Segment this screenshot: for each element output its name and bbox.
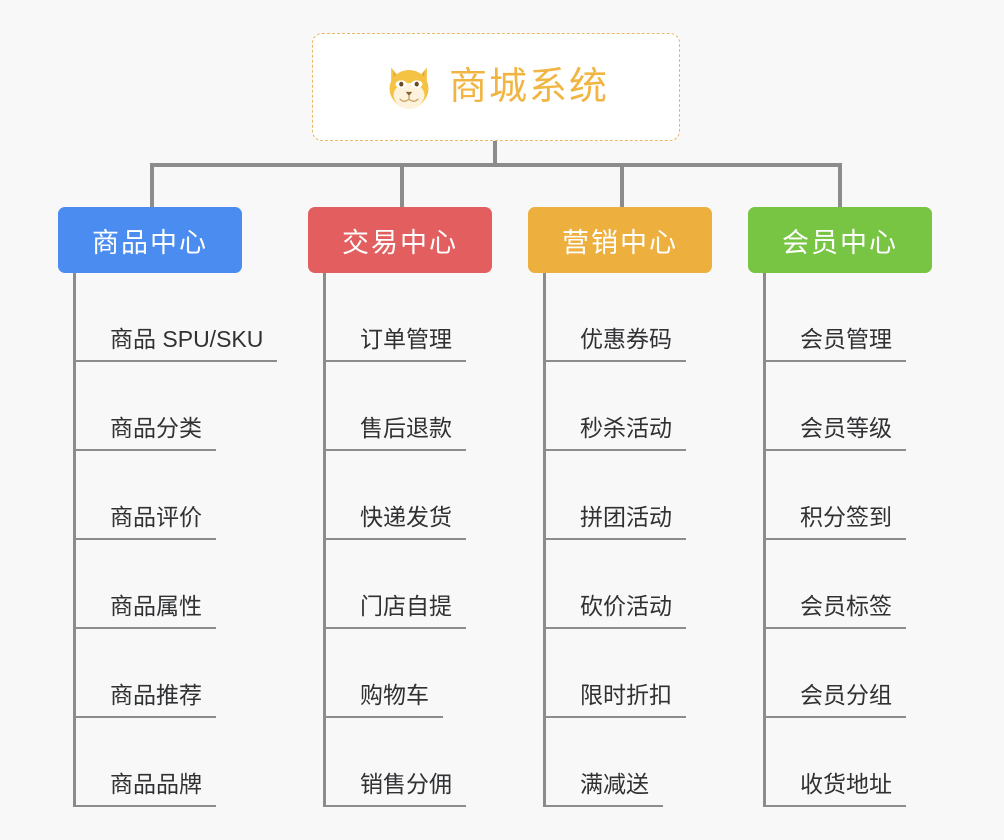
leaf-item[interactable]: 商品推荐	[76, 629, 288, 718]
leaf-underline	[546, 805, 663, 807]
leaf-label: 砍价活动	[580, 592, 672, 619]
category-box-product-center[interactable]: 商品中心	[58, 207, 242, 273]
leaf-item[interactable]: 会员等级	[766, 362, 978, 451]
category-box-trade-center[interactable]: 交易中心	[308, 207, 492, 273]
leaf-label: 积分签到	[800, 503, 892, 530]
leaf-underline	[766, 716, 906, 718]
leaf-underline	[546, 538, 686, 540]
leaf-label: 优惠券码	[580, 325, 672, 352]
leaf-item[interactable]: 商品属性	[76, 540, 288, 629]
leaf-underline	[546, 360, 686, 362]
leaf-list-product-center: 商品 SPU/SKU 商品分类 商品评价 商品属性 商品推荐	[73, 273, 288, 807]
leaf-label: 收货地址	[800, 770, 892, 797]
leaf-label: 商品 SPU/SKU	[110, 325, 264, 352]
category-label: 营销中心	[562, 227, 678, 258]
category-label: 交易中心	[342, 227, 458, 258]
root-title: 商城系统	[448, 66, 609, 108]
leaf-underline	[766, 360, 906, 362]
connector-root-stem	[493, 141, 497, 165]
branch-trade-center: 交易中心 订单管理 售后退款 快递发货 门店自提	[308, 207, 538, 807]
branch-marketing-center: 营销中心 优惠券码 秒杀活动 拼团活动 砍价活动	[528, 207, 758, 807]
leaf-item[interactable]: 商品评价	[76, 451, 288, 540]
leaf-item[interactable]: 拼团活动	[546, 451, 758, 540]
leaf-label: 满减送	[580, 770, 649, 797]
leaf-item[interactable]: 售后退款	[326, 362, 538, 451]
leaf-underline	[766, 627, 906, 629]
leaf-item[interactable]: 会员管理	[766, 273, 978, 362]
leaf-item[interactable]: 收货地址	[766, 718, 978, 807]
leaf-label: 订单管理	[360, 325, 452, 352]
leaf-underline	[326, 627, 466, 629]
leaf-item[interactable]: 快递发货	[326, 451, 538, 540]
leaf-underline	[326, 805, 466, 807]
leaf-item[interactable]: 门店自提	[326, 540, 538, 629]
root-node[interactable]: 商城系统	[312, 33, 680, 141]
leaf-label: 商品品牌	[110, 770, 202, 797]
leaf-item[interactable]: 商品分类	[76, 362, 288, 451]
leaf-underline	[326, 449, 466, 451]
leaf-underline	[76, 627, 216, 629]
leaf-underline	[546, 449, 686, 451]
leaf-label: 会员分组	[800, 681, 892, 708]
leaf-underline	[76, 538, 216, 540]
leaf-underline	[326, 538, 466, 540]
leaf-item[interactable]: 订单管理	[326, 273, 538, 362]
leaf-label: 商品分类	[110, 414, 202, 441]
leaf-label: 会员等级	[800, 414, 892, 441]
leaf-label: 销售分佣	[360, 770, 452, 797]
leaf-item[interactable]: 秒杀活动	[546, 362, 758, 451]
leaf-underline	[326, 716, 443, 718]
leaf-label: 门店自提	[360, 592, 452, 619]
connector-drop-marketing-center	[620, 163, 624, 209]
leaf-label: 商品推荐	[110, 681, 202, 708]
leaf-label: 售后退款	[360, 414, 452, 441]
branch-product-center: 商品中心 商品 SPU/SKU 商品分类 商品评价 商品属性	[58, 207, 288, 807]
connector-drop-trade-center	[400, 163, 404, 209]
leaf-label: 商品评价	[110, 503, 202, 530]
leaf-list-marketing-center: 优惠券码 秒杀活动 拼团活动 砍价活动 限时折扣	[543, 273, 758, 807]
leaf-item[interactable]: 限时折扣	[546, 629, 758, 718]
leaf-label: 商品属性	[110, 592, 202, 619]
leaf-list-trade-center: 订单管理 售后退款 快递发货 门店自提 购物车	[323, 273, 538, 807]
leaf-item[interactable]: 满减送	[546, 718, 758, 807]
category-label: 商品中心	[92, 227, 208, 258]
leaf-item[interactable]: 砍价活动	[546, 540, 758, 629]
leaf-label: 会员管理	[800, 325, 892, 352]
leaf-label: 购物车	[360, 681, 429, 708]
leaf-item[interactable]: 积分签到	[766, 451, 978, 540]
leaf-underline	[76, 805, 216, 807]
leaf-item[interactable]: 会员分组	[766, 629, 978, 718]
shiba-dog-face-icon	[389, 67, 429, 109]
connector-drop-member-center	[838, 163, 842, 209]
category-box-member-center[interactable]: 会员中心	[748, 207, 932, 273]
leaf-label: 会员标签	[800, 592, 892, 619]
category-label: 会员中心	[782, 227, 898, 258]
leaf-underline	[76, 449, 216, 451]
leaf-underline	[766, 805, 906, 807]
leaf-label: 拼团活动	[580, 503, 672, 530]
leaf-label: 秒杀活动	[580, 414, 672, 441]
leaf-item[interactable]: 销售分佣	[326, 718, 538, 807]
leaf-item[interactable]: 优惠券码	[546, 273, 758, 362]
leaf-underline	[76, 716, 216, 718]
leaf-label: 快递发货	[360, 503, 452, 530]
leaf-underline	[546, 716, 686, 718]
connector-horizontal-bus	[150, 163, 842, 167]
leaf-underline	[766, 449, 906, 451]
leaf-item[interactable]: 商品品牌	[76, 718, 288, 807]
branch-member-center: 会员中心 会员管理 会员等级 积分签到 会员标签	[748, 207, 978, 807]
leaf-item[interactable]: 会员标签	[766, 540, 978, 629]
leaf-underline	[546, 627, 686, 629]
leaf-item[interactable]: 购物车	[326, 629, 538, 718]
connector-drop-product-center	[150, 163, 154, 209]
leaf-item[interactable]: 商品 SPU/SKU	[76, 273, 288, 362]
leaf-underline	[766, 538, 906, 540]
leaf-underline	[76, 360, 277, 362]
leaf-label: 限时折扣	[580, 681, 672, 708]
leaf-underline	[326, 360, 466, 362]
category-box-marketing-center[interactable]: 营销中心	[528, 207, 712, 273]
leaf-list-member-center: 会员管理 会员等级 积分签到 会员标签 会员分组	[763, 273, 978, 807]
